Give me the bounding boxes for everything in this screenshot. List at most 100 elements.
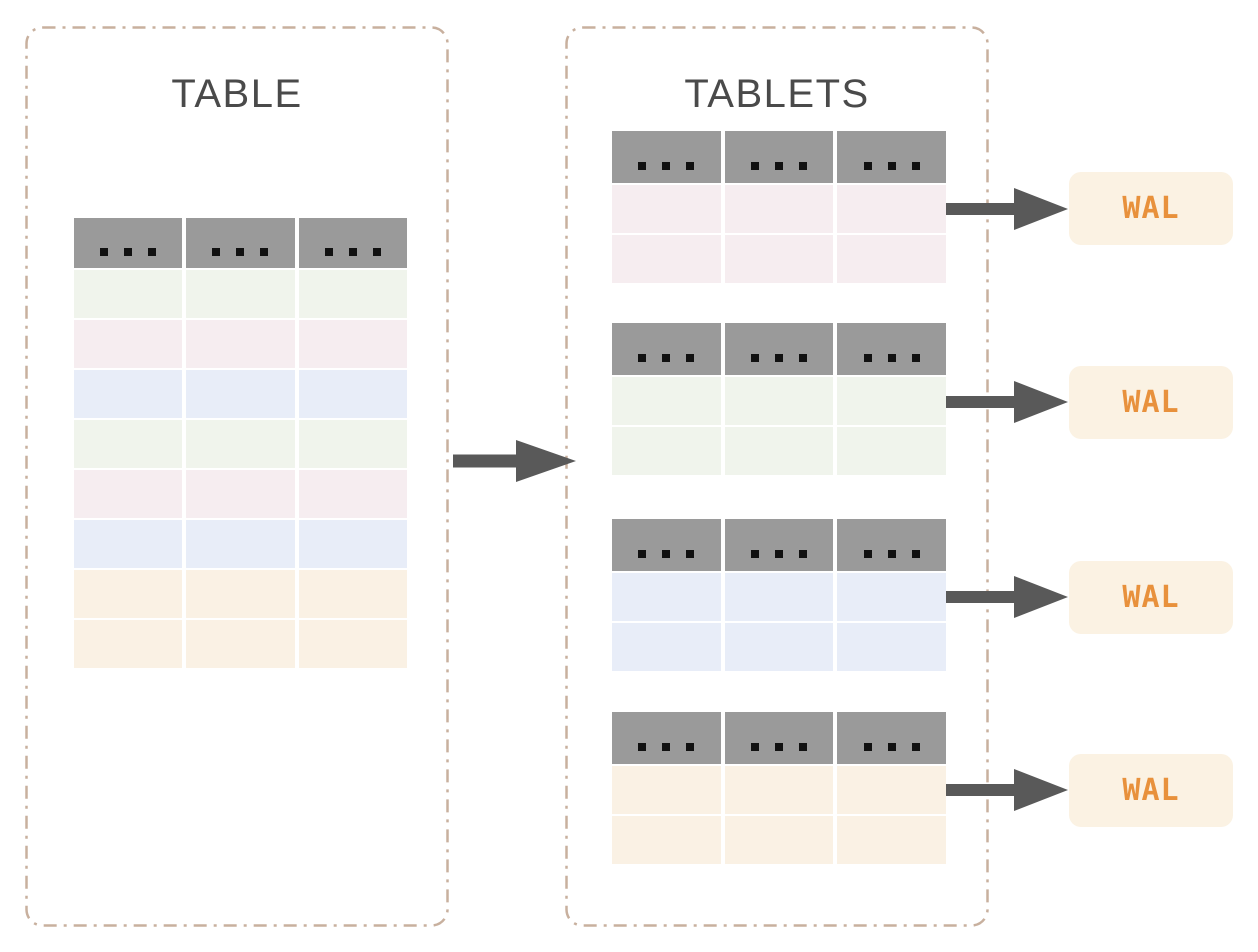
table-panel-dashed-border <box>25 26 449 927</box>
ellipsis-icon <box>750 162 807 170</box>
ellipsis-dot <box>212 248 221 256</box>
ellipsis-icon <box>638 354 695 362</box>
main-table-row-cell-green <box>186 420 295 468</box>
ellipsis-icon <box>750 354 807 362</box>
ellipsis-dot <box>750 354 759 362</box>
tablets-panel-title: TABLETS <box>684 72 870 116</box>
ellipsis-icon <box>100 248 157 256</box>
ellipsis-dot <box>750 743 759 751</box>
ellipsis-dot <box>863 550 872 558</box>
main-table-row-cell-pink <box>186 320 295 368</box>
tablet-2 <box>612 323 946 475</box>
tablet-1-header-cell <box>724 131 834 183</box>
tablet-4-row-cell-orange <box>612 766 721 814</box>
ellipsis-icon <box>750 550 807 558</box>
tablet-2-row-cell-green <box>612 377 721 425</box>
tablet-1-row-cell-pink <box>724 235 834 283</box>
ellipsis-dot <box>124 248 133 256</box>
tablet-4 <box>612 712 946 864</box>
tablet-3-row-cell-blue <box>612 623 721 671</box>
ellipsis-dot <box>798 743 807 751</box>
ellipsis-dot <box>774 743 783 751</box>
tablet-4-row-cell-orange <box>612 816 721 864</box>
main-table-header-cell <box>74 218 183 268</box>
ellipsis-dot <box>774 550 783 558</box>
main-table-row-cell-orange <box>186 570 295 618</box>
tablet-2-wal-box: WAL <box>1069 366 1233 439</box>
main-table-row-cell-orange <box>298 620 407 668</box>
ellipsis-dot <box>911 550 920 558</box>
ellipsis-dot <box>638 354 647 362</box>
ellipsis-dot <box>686 550 695 558</box>
table-panel: TABLE <box>25 26 449 927</box>
tablet-4-row-cell-orange <box>837 766 946 814</box>
main-table-row-cell-orange <box>298 570 407 618</box>
ellipsis-dot <box>638 162 647 170</box>
ellipsis-icon <box>324 248 381 256</box>
ellipsis-dot <box>887 743 896 751</box>
tablet-4-header-cell <box>837 712 946 764</box>
tablet-3-row-cell-blue <box>724 573 834 621</box>
ellipsis-dot <box>798 354 807 362</box>
ellipsis-dot <box>798 550 807 558</box>
tablet-1-row-cell-pink <box>837 235 946 283</box>
ellipsis-dot <box>236 248 245 256</box>
ellipsis-icon <box>863 162 920 170</box>
tablet-2-header-cell <box>837 323 946 375</box>
tablet-1-row-cell-pink <box>837 185 946 233</box>
ellipsis-dot <box>863 162 872 170</box>
tablet-2-header-cell <box>724 323 834 375</box>
ellipsis-dot <box>911 162 920 170</box>
ellipsis-dot <box>686 162 695 170</box>
main-table-row-cell-pink <box>298 320 407 368</box>
ellipsis-dot <box>911 743 920 751</box>
ellipsis-dot <box>148 248 157 256</box>
tablet-3 <box>612 519 946 671</box>
tablet-4-header-cell <box>724 712 834 764</box>
ellipsis-dot <box>750 550 759 558</box>
tablet-2-row-cell-green <box>724 427 834 475</box>
tablet-3-row-cell-blue <box>612 573 721 621</box>
main-table-header-cell <box>186 218 295 268</box>
ellipsis-dot <box>662 354 671 362</box>
main-table-row-cell-pink <box>74 320 183 368</box>
tablet-4-row-cell-orange <box>724 766 834 814</box>
ellipsis-dot <box>798 162 807 170</box>
ellipsis-icon <box>863 354 920 362</box>
tablet-3-row-cell-blue <box>837 623 946 671</box>
wal-label: WAL <box>1122 580 1180 615</box>
tablet-1-row-cell-pink <box>724 185 834 233</box>
ellipsis-dot <box>863 354 872 362</box>
ellipsis-dot <box>662 743 671 751</box>
ellipsis-dot <box>324 248 333 256</box>
wal-label: WAL <box>1122 773 1180 808</box>
main-table-row-cell-orange <box>74 620 183 668</box>
tablet-1-row-cell-pink <box>612 235 721 283</box>
ellipsis-icon <box>863 743 920 751</box>
main-table <box>74 218 407 668</box>
main-table-row-cell-green <box>298 420 407 468</box>
main-table-row-cell-green <box>298 270 407 318</box>
ellipsis-dot <box>686 743 695 751</box>
main-table-row-cell-blue <box>186 370 295 418</box>
ellipsis-icon <box>212 248 269 256</box>
main-table-row-cell-pink <box>186 470 295 518</box>
ellipsis-dot <box>638 743 647 751</box>
ellipsis-dot <box>662 550 671 558</box>
main-table-row-cell-blue <box>298 520 407 568</box>
tablet-4-header-cell <box>612 712 721 764</box>
wal-label: WAL <box>1122 385 1180 420</box>
table-to-tablets-arrow <box>453 440 576 482</box>
ellipsis-dot <box>750 162 759 170</box>
ellipsis-dot <box>911 354 920 362</box>
ellipsis-dot <box>686 354 695 362</box>
ellipsis-dot <box>774 162 783 170</box>
ellipsis-icon <box>638 743 695 751</box>
main-table-header-cell <box>298 218 407 268</box>
wal-label: WAL <box>1122 191 1180 226</box>
main-table-row-cell-orange <box>74 570 183 618</box>
main-table-row-cell-green <box>74 270 183 318</box>
tablet-4-wal-box: WAL <box>1069 754 1233 827</box>
tablet-2-header-cell <box>612 323 721 375</box>
